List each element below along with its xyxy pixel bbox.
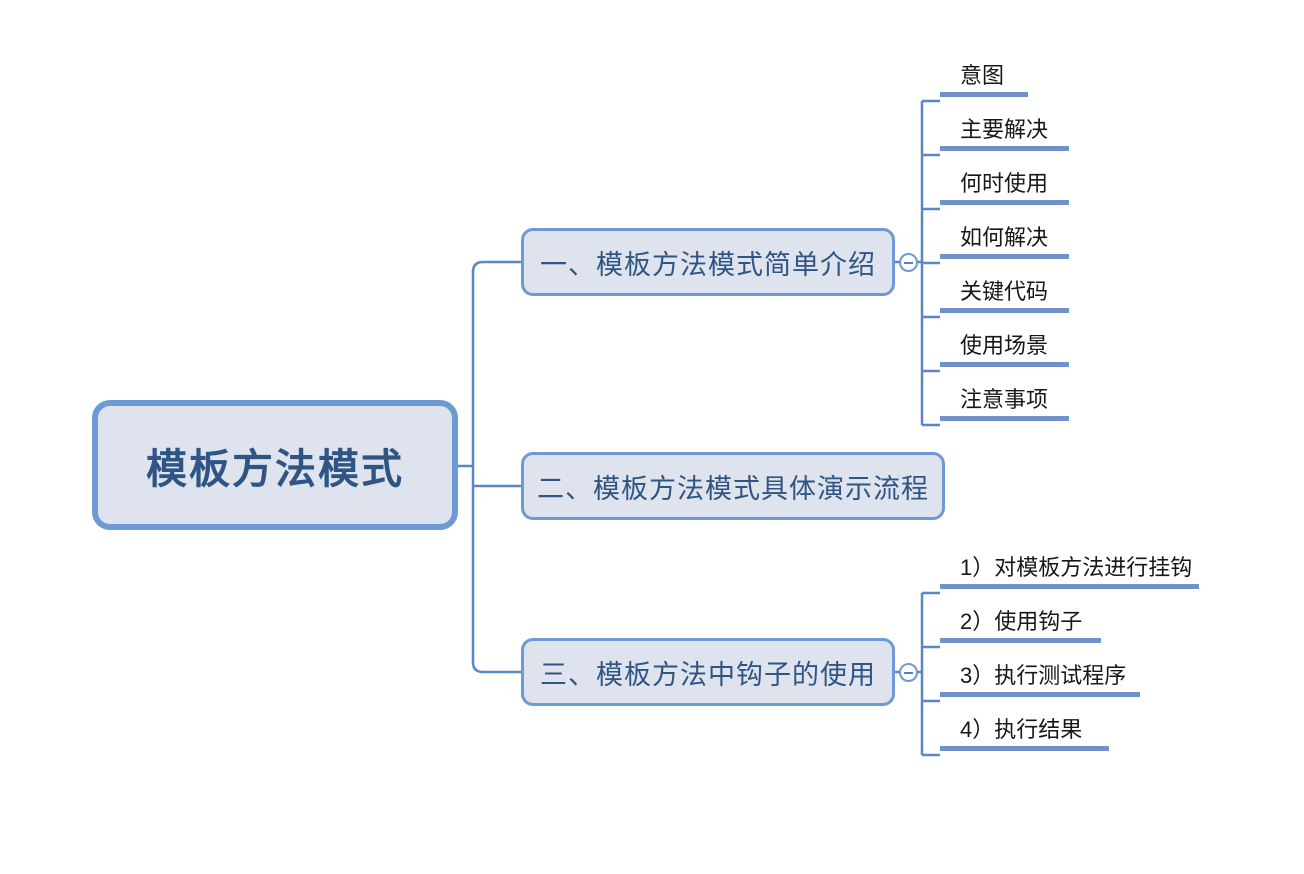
leaf-item-underline xyxy=(940,746,1109,751)
leaf-item-label: 1）对模板方法进行挂钩 xyxy=(960,555,1193,580)
branch-node-3-label: 三、模板方法中钩子的使用 xyxy=(540,659,876,690)
leaf-item-underline xyxy=(940,146,1069,151)
leaf-item-label: 意图 xyxy=(960,63,1005,88)
branch-node-1[interactable]: 一、模板方法模式简单介绍 xyxy=(521,228,895,296)
leaf-item[interactable]: 4）执行结果 xyxy=(940,716,1109,751)
leaf-item-underline xyxy=(940,92,1028,97)
leaf-item[interactable]: 1）对模板方法进行挂钩 xyxy=(940,554,1199,589)
leaf-item[interactable]: 注意事项 xyxy=(940,386,1069,421)
leaf-item-label: 使用场景 xyxy=(960,333,1049,358)
root-node-label: 模板方法模式 xyxy=(146,446,404,492)
leaf-item[interactable]: 使用场景 xyxy=(940,332,1069,367)
leaf-item-label: 主要解决 xyxy=(960,117,1049,142)
leaf-item-label: 何时使用 xyxy=(960,171,1049,196)
minus-circle-icon[interactable] xyxy=(899,663,918,682)
branch-node-2-label: 二、模板方法模式具体演示流程 xyxy=(537,473,929,504)
leaf-item[interactable]: 2）使用钩子 xyxy=(940,608,1101,643)
branch-node-3[interactable]: 三、模板方法中钩子的使用 xyxy=(521,638,895,706)
minus-circle-icon[interactable] xyxy=(899,253,918,272)
branch-node-1-label: 一、模板方法模式简单介绍 xyxy=(540,249,876,280)
leaf-item[interactable]: 关键代码 xyxy=(940,278,1069,313)
leaf-item-underline xyxy=(940,692,1140,697)
leaf-item-underline xyxy=(940,254,1069,259)
leaf-item-underline xyxy=(940,416,1069,421)
leaf-item-label: 如何解决 xyxy=(960,225,1049,250)
leaf-item-underline xyxy=(940,584,1199,589)
leaf-item[interactable]: 意图 xyxy=(940,62,1028,97)
leaf-item-label: 2）使用钩子 xyxy=(960,609,1083,634)
leaf-item-label: 3）执行测试程序 xyxy=(960,663,1127,688)
leaf-item-underline xyxy=(940,638,1101,643)
leaf-item-underline xyxy=(940,362,1069,367)
leaf-item-label: 注意事项 xyxy=(960,387,1049,412)
leaf-item-underline xyxy=(940,308,1069,313)
leaf-item[interactable]: 3）执行测试程序 xyxy=(940,662,1140,697)
leaf-item-label: 4）执行结果 xyxy=(960,717,1083,742)
leaf-item[interactable]: 主要解决 xyxy=(940,116,1069,151)
leaf-item[interactable]: 如何解决 xyxy=(940,224,1069,259)
root-node[interactable]: 模板方法模式 xyxy=(92,400,458,530)
leaf-item-underline xyxy=(940,200,1069,205)
leaf-item-label: 关键代码 xyxy=(960,279,1049,304)
leaf-item[interactable]: 何时使用 xyxy=(940,170,1069,205)
branch-node-2[interactable]: 二、模板方法模式具体演示流程 xyxy=(521,452,945,520)
